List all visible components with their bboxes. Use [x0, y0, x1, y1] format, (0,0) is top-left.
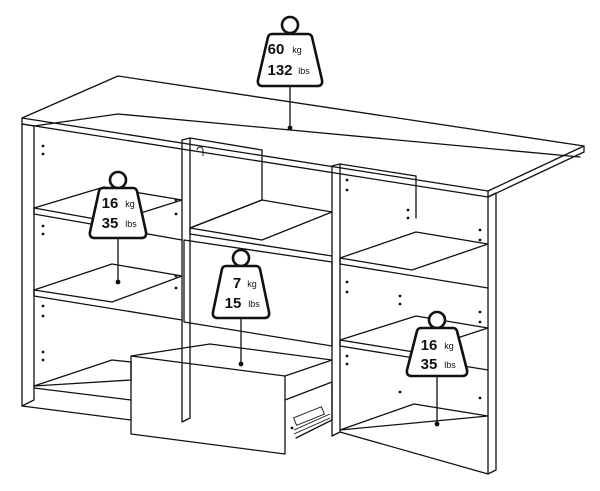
- hook: [196, 146, 204, 156]
- weight-kg-unit: kg: [125, 199, 135, 209]
- weight-icon: [211, 264, 271, 320]
- weight-kg-value: 16: [421, 337, 438, 354]
- left-bottom-shelf: [33, 359, 132, 387]
- weight-label-drawer: 7 kg 15 lbs: [211, 248, 271, 367]
- load-point: [115, 279, 121, 285]
- weight-ring: [108, 170, 128, 190]
- left-side-panel: [21, 123, 35, 407]
- weight-lbs-value: 35: [102, 215, 119, 232]
- weight-lbs-unit: lbs: [298, 66, 310, 76]
- left-middle-shelf: [33, 263, 183, 303]
- open-drawer: [130, 343, 333, 455]
- sideboard-drawing: [21, 75, 585, 475]
- weight-kg-value: 16: [102, 195, 119, 212]
- weight-kg-value: 60: [268, 41, 285, 58]
- load-point: [238, 361, 244, 367]
- weight-kg-unit: kg: [292, 45, 302, 55]
- weight-label-left-shelf: 16 kg 35 lbs: [88, 170, 148, 285]
- weight-ring: [280, 15, 300, 35]
- weight-ring: [427, 310, 447, 330]
- middle-shelf: [189, 199, 333, 241]
- weight-kg-unit: kg: [247, 279, 257, 289]
- right-bottom-shelf: [339, 403, 489, 431]
- weight-lbs-unit: lbs: [125, 219, 137, 229]
- right-upper-shelf: [339, 231, 489, 271]
- weight-lbs-unit: lbs: [248, 299, 260, 309]
- shelf-support-holes: [41, 144, 482, 430]
- weight-icon: [256, 32, 324, 88]
- divider-right: [331, 163, 341, 437]
- weight-label-top: 60 kg 132 lbs: [256, 15, 324, 131]
- weight-label-right-shelf: 16 kg 35 lbs: [405, 310, 469, 427]
- top-panel: [21, 75, 585, 192]
- weight-lbs-value: 35: [421, 356, 438, 373]
- load-point: [287, 125, 293, 131]
- divider-left: [181, 137, 191, 423]
- weight-icon: [405, 326, 469, 378]
- weight-lbs-value: 132: [267, 62, 292, 79]
- load-point: [434, 421, 440, 427]
- weight-lbs-value: 15: [225, 295, 242, 312]
- weight-kg-unit: kg: [444, 341, 454, 351]
- weight-lbs-unit: lbs: [444, 360, 456, 370]
- weight-kg-value: 7: [233, 275, 241, 292]
- weight-icon: [88, 186, 148, 240]
- weight-ring: [231, 248, 251, 268]
- right-side-panel: [487, 192, 497, 475]
- upper-drawer-front: [183, 239, 333, 347]
- right-middle-shelf: [339, 315, 489, 353]
